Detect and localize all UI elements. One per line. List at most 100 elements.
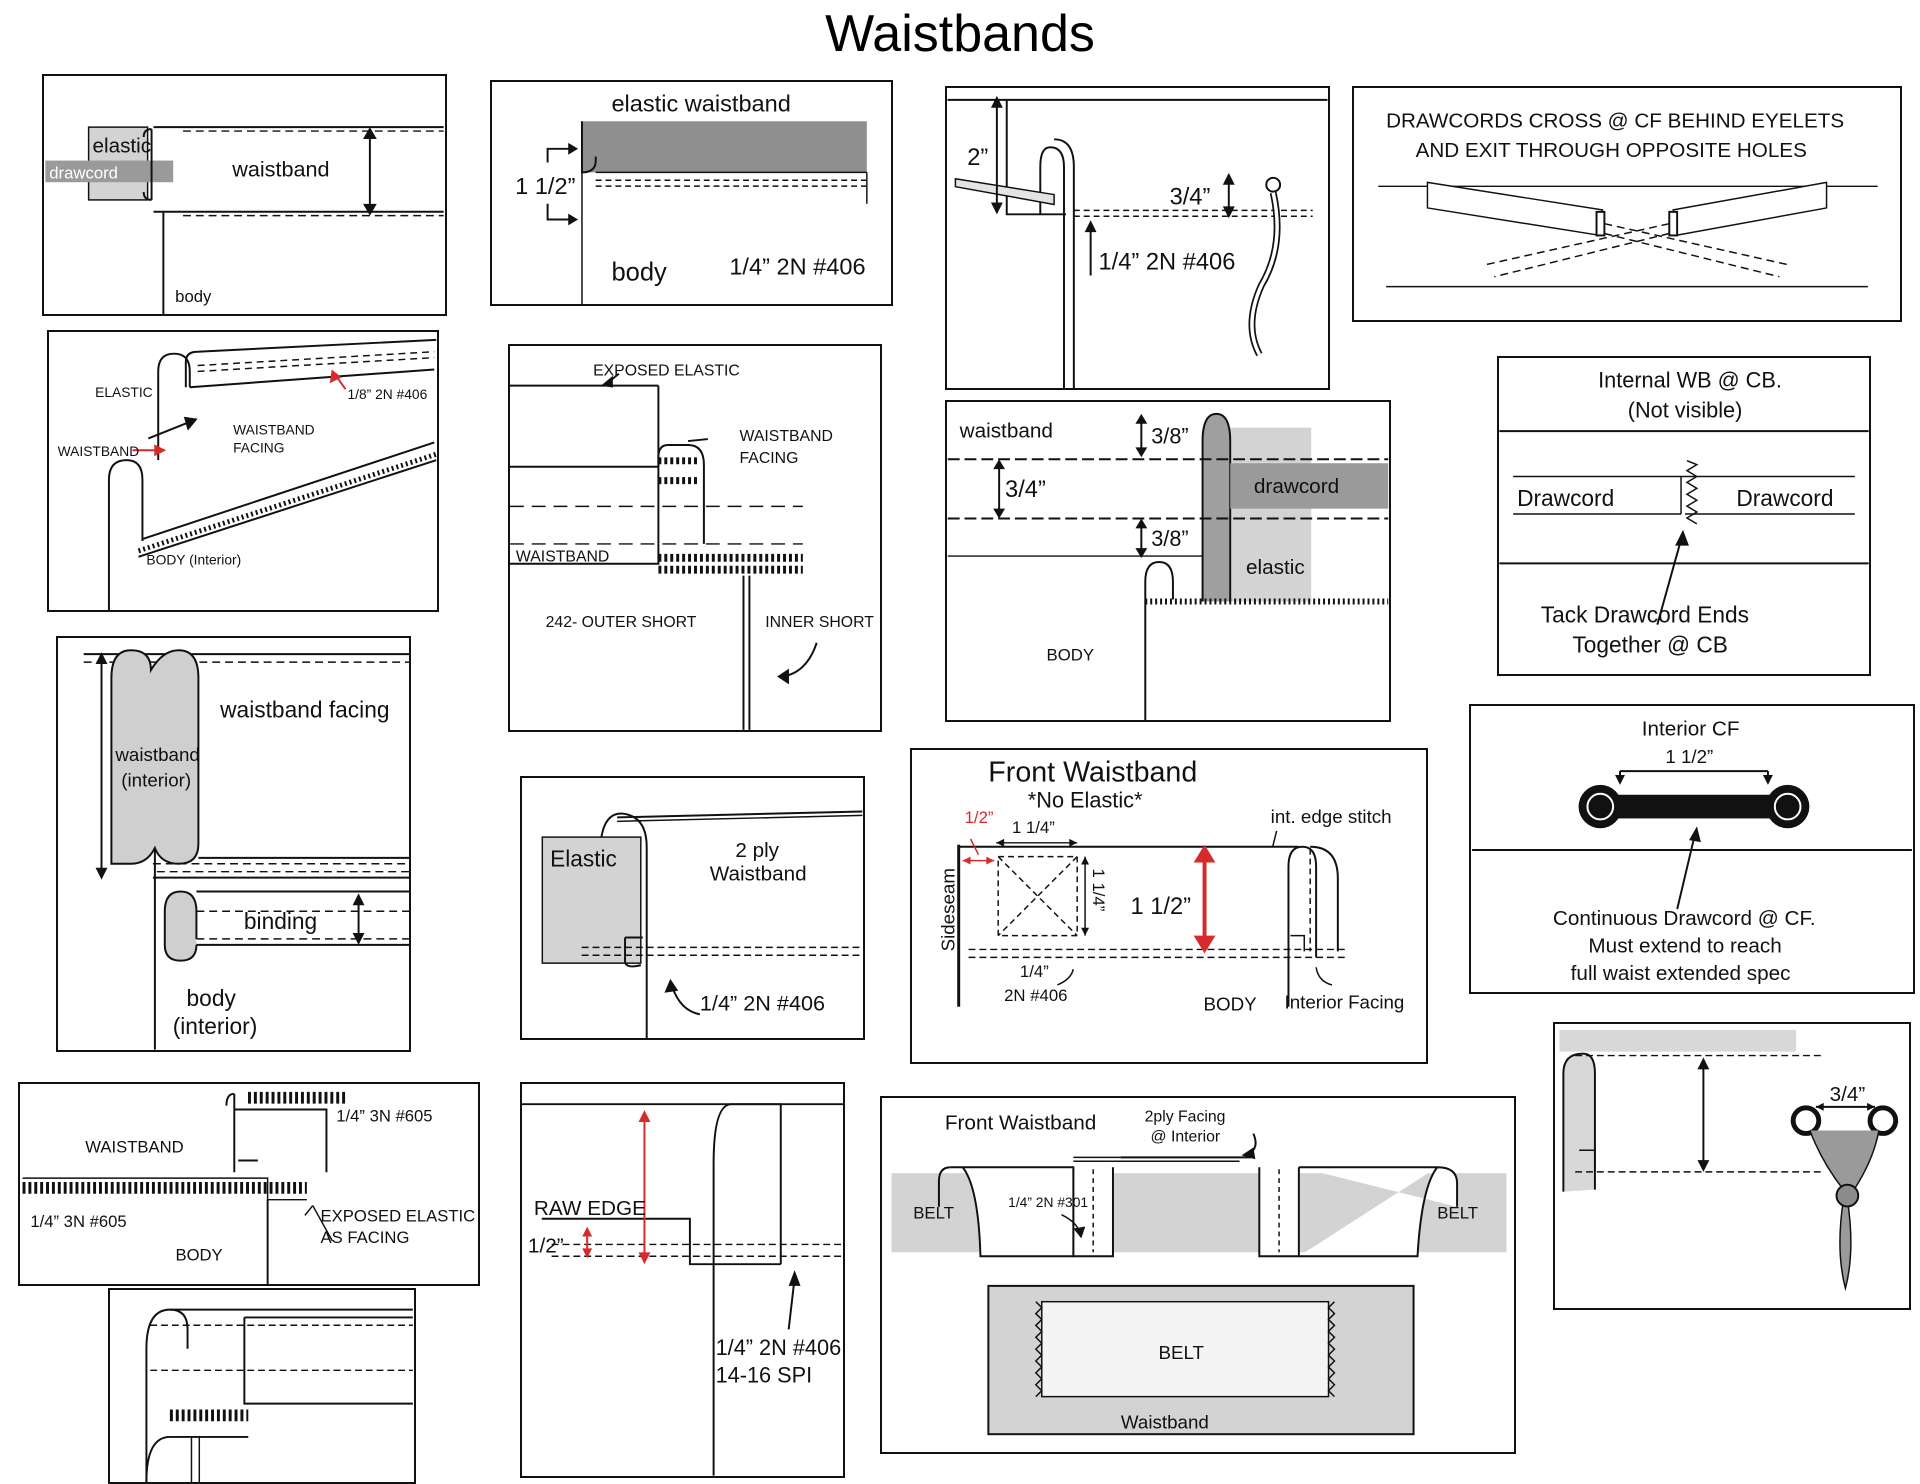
diagram-drawcord-eyelet: 2” 3/4” 1/4” 2N #406 [947,95,1328,388]
diagram-front-waistband-no-elastic: Front Waistband *No Elastic* int. edge s… [938,757,1405,1015]
label-2in: 2” [967,145,988,171]
panel-front-waistband-belt: Front Waistband 2ply Facing @ Interior B… [880,1096,1516,1454]
label-body2: (interior) [173,1013,258,1039]
label-half: 1/2” [528,1234,564,1257]
panel-elastic-waistband: elastic waistband 1 1/2” body 1/4” 2N #4… [490,80,893,306]
label-inner: INNER SHORT [765,614,874,631]
diagram-elastic-waistband: elastic waistband 1 1/2” body 1/4” 2N #4… [515,90,868,304]
label-waistband: WAISTBAND [58,444,140,459]
panel-binding: waistband facing waistband (interior) bi… [56,636,411,1052]
label-stitch-left: 1/4” 3N #605 [30,1212,126,1231]
label-34: 3/4” [1170,184,1211,210]
label-exposed1: EXPOSED ELASTIC [321,1206,476,1225]
panel-internal-wb-cb: Internal WB @ CB. (Not visible) Drawcord… [1497,356,1871,676]
label-sideseam: Sideseam [938,868,959,951]
panel-waistband-drawcord-elastic: waistband 3/8” 3/4” 3/8” drawcord elasti… [945,400,1391,722]
label-title: Interior CF [1642,718,1740,741]
panel-raw-edge: RAW EDGE 1/2” 1/4” 2N #406 14-16 SPI [520,1082,845,1478]
page-title: Waistbands [825,5,1095,63]
diagram-coverstitch-fragment [145,1308,413,1482]
label-exposed2: AS FACING [321,1228,410,1247]
diagram-exposed-elastic: EXPOSED ELASTIC WAISTBAND FACING WAISTBA… [510,363,874,730]
label-edge: int. edge stitch [1271,806,1392,827]
label-line1: Continuous Drawcord @ CF. [1553,907,1816,930]
label-waistband: WAISTBAND [516,549,609,566]
label-body: body [175,287,212,306]
label-dim-a: 3/8” [1151,423,1188,448]
label-waistband: waistband [231,156,329,181]
label-stitch: 1/4” 2N #406 [700,990,825,1015]
panel-2ply-waistband: Elastic 2 ply Waistband 1/4” 2N #406 [520,776,865,1040]
diagram-front-waistband-belt: Front Waistband 2ply Facing @ Interior B… [891,1109,1507,1436]
label-stitch1: 1/4” [1020,962,1049,981]
label-dim-c: 3/8” [1151,526,1188,551]
label-stitch: 1/4” 2N #406 [716,1335,842,1360]
label-wb2: (interior) [121,770,191,791]
panel-drawcord-eyelet: 2” 3/4” 1/4” 2N #406 [945,86,1330,390]
label-belt-center: BELT [1158,1342,1204,1363]
diagram-exposed-elastic-facing: WAISTBAND 1/4” 3N #605 1/4” 3N #605 EXPO… [22,1091,476,1284]
panel-coverstitch-fragment [108,1288,416,1484]
label-facing: waistband facing [219,696,389,722]
label-ply2: Waistband [710,862,807,885]
label-stitch: 1/8” 2N #406 [347,387,427,402]
label-facing1: 2ply Facing [1145,1109,1226,1126]
label-body: BODY [1204,994,1258,1015]
label-tack1: Tack Drawcord Ends [1541,602,1749,628]
label-drawcord: drawcord [49,163,118,182]
label-exposed: EXPOSED ELASTIC [593,363,740,380]
label-line1: DRAWCORDS CROSS @ CF BEHIND EYELETS [1386,109,1844,132]
label-dim: 1 1/2” [515,173,575,199]
label-spi: 14-16 SPI [716,1363,813,1388]
label-one-half: 1 1/2” [1130,894,1191,920]
diagram-elastic-drawcord: elastic drawcord waistband body [45,126,444,314]
diagram-eyelet-spacing: 3/4” [1559,1029,1899,1292]
label-drawcord: drawcord [1254,475,1339,498]
label-facing2: FACING [233,440,284,455]
label-half: 1/2” [965,808,994,827]
label-body: BODY (Interior) [146,553,241,568]
label-line2: Must extend to reach [1588,935,1781,958]
label-facing2: @ Interior [1151,1129,1221,1146]
panel-waistband-facing: ELASTIC 1/8” 2N #406 WAISTBAND FACING WA… [47,330,439,612]
diagram-2ply-waistband: Elastic 2 ply Waistband 1/4” 2N #406 [541,810,863,1038]
diagram-internal-wb-cb: Internal WB @ CB. (Not visible) Drawcord… [1499,368,1869,657]
label-binding: binding [244,908,317,934]
panel-exposed-elastic-facing: WAISTBAND 1/4” 3N #605 1/4” 3N #605 EXPO… [18,1082,480,1286]
panel-front-waistband-no-elastic: Front Waistband *No Elastic* int. edge s… [910,748,1428,1064]
label-line3: full waist extended spec [1571,962,1791,985]
label-facing2: FACING [740,450,799,467]
label-line2: AND EXIT THROUGH OPPOSITE HOLES [1416,139,1807,162]
label-elastic: elastic [1246,556,1305,579]
label-waistband: Waistband [1121,1411,1209,1432]
label-stitch2: 2N #406 [1004,986,1067,1005]
panel-eyelet-spacing: 3/4” [1553,1022,1911,1310]
diagram-interior-cf: Interior CF 1 1/2” Continuous Drawcord @… [1472,718,1912,985]
label-outer: 242- OUTER SHORT [546,614,697,631]
label-wb1: waistband [114,744,200,765]
label-body1: body [187,985,237,1011]
diagram-drawcords-cross: DRAWCORDS CROSS @ CF BEHIND EYELETS AND … [1378,109,1878,288]
label-title: Front Waistband [988,757,1197,789]
label-facing: Interior Facing [1285,992,1405,1013]
label-body: body [611,258,667,286]
label-waistband: WAISTBAND [85,1138,183,1157]
label-belt-right: BELT [1437,1204,1478,1223]
label-line1: Internal WB @ CB. [1598,368,1782,393]
label-dim: 1 1/2” [1665,746,1713,767]
label-drawcord-left: Drawcord [1517,485,1614,511]
panel-interior-cf: Interior CF 1 1/2” Continuous Drawcord @… [1469,704,1915,994]
label-tack2: Together @ CB [1572,631,1728,657]
label-title: Front Waistband [945,1112,1096,1135]
label-belt-left: BELT [913,1204,954,1223]
label-body: BODY [175,1245,222,1264]
diagram-waistband-facing: ELASTIC 1/8” 2N #406 WAISTBAND FACING WA… [58,338,437,610]
panel-drawcords-cross: DRAWCORDS CROSS @ CF BEHIND EYELETS AND … [1352,86,1902,322]
label-elastic: Elastic [550,846,617,872]
label-title: elastic waistband [611,90,790,116]
label-one-quarter-v: 1 1/4” [1089,868,1108,911]
label-waistband: waistband [959,420,1053,443]
label-dim-b: 3/4” [1005,477,1046,503]
diagram-raw-edge: RAW EDGE 1/2” 1/4” 2N #406 14-16 SPI [522,1103,843,1476]
panel-exposed-elastic: EXPOSED ELASTIC WAISTBAND FACING WAISTBA… [508,344,882,732]
